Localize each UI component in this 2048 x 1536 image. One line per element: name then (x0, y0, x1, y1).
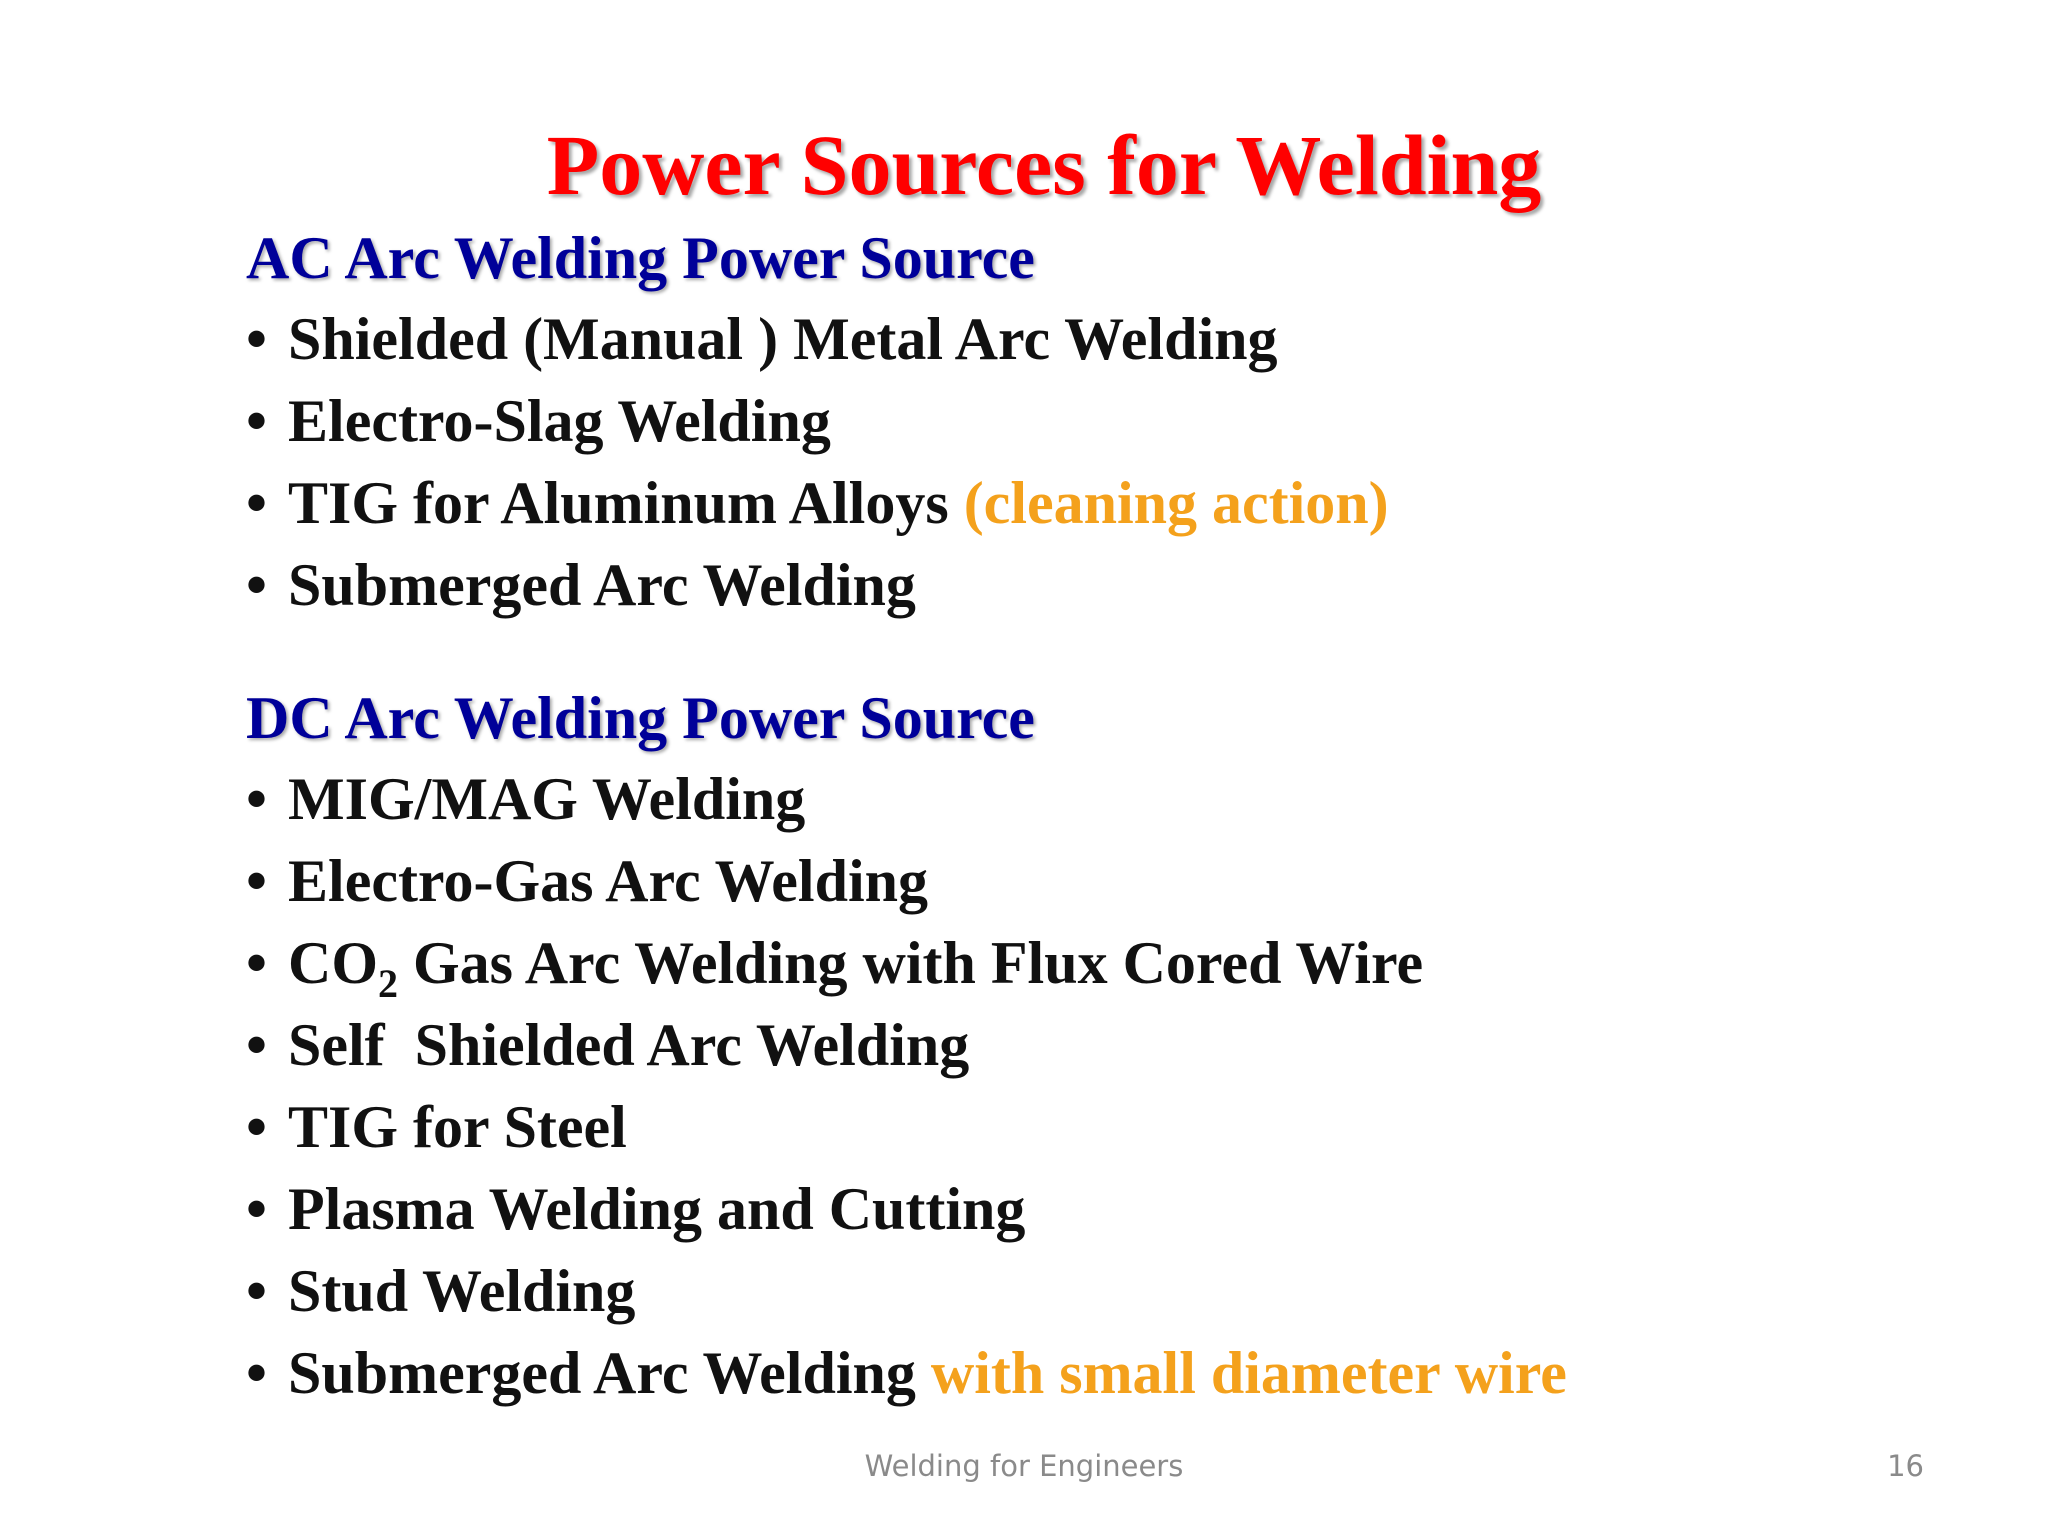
bullet-icon: • (246, 1094, 268, 1160)
slide-footer: Welding for Engineers (864, 1449, 1184, 1483)
list-item: • TIG for Steel (246, 1086, 2006, 1168)
list-item-text: Electro-Slag Welding (288, 388, 831, 454)
ac-section-heading: AC Arc Welding Power Source (246, 225, 1035, 291)
list-item: • Electro-Gas Arc Welding (246, 840, 2006, 922)
list-item-text: Electro-Gas Arc Welding (288, 848, 928, 914)
list-item-text-prefix: CO (288, 930, 378, 996)
bullet-icon: • (246, 848, 268, 914)
dc-section-heading: DC Arc Welding Power Source (246, 685, 1035, 751)
slide-title: Power Sources for Welding (546, 117, 1542, 213)
slide-content: AC Arc Welding Power Source • Shielded (M… (246, 218, 2006, 1414)
list-item-highlight: with small diameter wire (930, 1340, 1567, 1406)
list-item: • Submerged Arc Welding with small diamet… (246, 1332, 2006, 1414)
list-item-text: Stud Welding (288, 1258, 636, 1324)
list-item: • Plasma Welding and Cutting (246, 1168, 2006, 1250)
list-item-text: Submerged Arc Welding (288, 1340, 916, 1406)
bullet-icon: • (246, 552, 268, 618)
list-item: • Electro-Slag Welding (246, 380, 2006, 462)
list-item: • CO2 Gas Arc Welding with Flux Cored Wir… (246, 922, 2006, 1004)
bullet-icon: • (246, 470, 268, 536)
bullet-icon: • (246, 306, 268, 372)
bullet-icon: • (246, 388, 268, 454)
list-item: • Stud Welding (246, 1250, 2006, 1332)
list-item-text: Plasma Welding and Cutting (288, 1176, 1026, 1242)
subscript: 2 (378, 961, 398, 1006)
list-item-text: TIG for Steel (288, 1094, 627, 1160)
bullet-icon: • (246, 1258, 268, 1324)
list-item-text: TIG for Aluminum Alloys (288, 470, 949, 536)
section-spacer (246, 626, 2006, 678)
bullet-icon: • (246, 1176, 268, 1242)
bullet-icon: • (246, 1340, 268, 1406)
list-item-text: Shielded (Manual ) Metal Arc Welding (288, 306, 1278, 372)
list-item-text: Submerged Arc Welding (288, 552, 916, 618)
list-item: • Submerged Arc Welding (246, 544, 2006, 626)
list-item: • TIG for Aluminum Alloys (cleaning actio… (246, 462, 2006, 544)
dc-list: • MIG/MAG Welding • Electro-Gas Arc Weldin… (246, 758, 2006, 1414)
list-item-highlight: (cleaning action) (963, 470, 1389, 536)
list-item-text: MIG/MAG Welding (288, 766, 806, 832)
list-item: • Shielded (Manual ) Metal Arc Welding (246, 298, 2006, 380)
bullet-icon: • (246, 1012, 268, 1078)
list-item: • Self Shielded Arc Welding (246, 1004, 2006, 1086)
list-item: • MIG/MAG Welding (246, 758, 2006, 840)
page-number: 16 (1887, 1449, 1924, 1483)
list-item-text-suffix: Gas Arc Welding with Flux Cored Wire (398, 930, 1424, 996)
bullet-icon: • (246, 930, 268, 996)
bullet-icon: • (246, 766, 268, 832)
ac-list: • Shielded (Manual ) Metal Arc Welding • E… (246, 298, 2006, 626)
list-item-text: Self Shielded Arc Welding (288, 1012, 970, 1078)
